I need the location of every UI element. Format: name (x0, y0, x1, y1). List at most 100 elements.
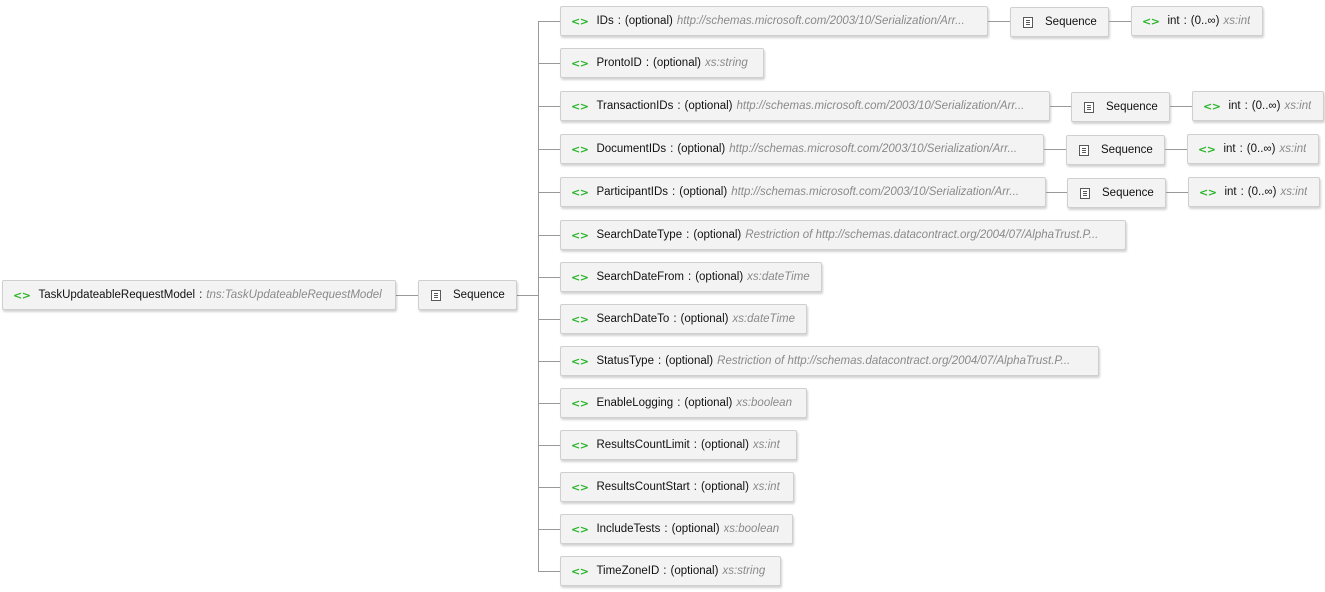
element-node-statustype[interactable]: <>StatusType:(optional)Restriction of ht… (560, 346, 1099, 376)
element-node-resultscountstart[interactable]: <>ResultsCountStart:(optional)xs:int (560, 472, 794, 502)
element-icon: <> (571, 270, 589, 284)
element-occurs: (optional) (665, 355, 714, 367)
element-icon: <> (13, 288, 31, 302)
element-node-includetests[interactable]: <>IncludeTests:(optional)xs:boolean (560, 514, 793, 544)
connector-branch (538, 277, 560, 278)
root-element-node[interactable]: <> TaskUpdateableRequestModel : tns:Task… (2, 280, 396, 310)
sequence-label: Sequence (453, 289, 505, 301)
element-name: TimeZoneID (596, 565, 660, 577)
element-type: xs:int (752, 481, 780, 493)
child-element-node-int[interactable]: <> int:(0..∞)xs:int (1187, 134, 1319, 164)
separator: : (617, 15, 621, 27)
element-icon: <> (1199, 185, 1217, 199)
element-type: http://schemas.microsoft.com/2003/10/Ser… (676, 15, 965, 27)
sequence-label: Sequence (1101, 144, 1153, 156)
sequence-label: Sequence (1106, 101, 1158, 113)
sequence-label: Sequence (1045, 16, 1097, 28)
element-occurs: (0..∞) (1246, 143, 1276, 155)
element-node-resultscountlimit[interactable]: <>ResultsCountLimit:(optional)xs:int (560, 430, 797, 460)
separator: : (657, 355, 662, 367)
connector-to-item (1109, 21, 1131, 22)
element-type: http://schemas.microsoft.com/2003/10/Ser… (729, 143, 1018, 155)
element-icon: <> (571, 312, 589, 326)
element-type: http://schemas.microsoft.com/2003/10/Ser… (736, 100, 1025, 112)
element-type: xs:dateTime (732, 313, 795, 325)
separator: : (673, 313, 677, 325)
separator: : (664, 523, 668, 535)
element-occurs: (optional) (693, 229, 742, 241)
element-occurs: (0..∞) (1190, 15, 1220, 27)
element-occurs: (optional) (677, 143, 726, 155)
separator: : (1239, 143, 1243, 155)
separator: : (1240, 186, 1244, 198)
connector-to-item (1166, 192, 1188, 193)
connector-branch (538, 235, 560, 236)
element-icon: <> (1198, 142, 1216, 156)
child-sequence-node[interactable]: Sequence (1067, 178, 1166, 208)
element-type: xs:int (1279, 143, 1307, 155)
element-icon: <> (571, 99, 589, 113)
element-node-timezoneid[interactable]: <>TimeZoneID:(optional)xs:string (560, 556, 781, 586)
child-element-node-int[interactable]: <>int:(0..∞)xs:int (1188, 177, 1320, 207)
connector-branch (538, 445, 560, 446)
child-sequence-node[interactable]: Sequence (1010, 7, 1109, 37)
element-icon: <> (571, 228, 589, 242)
connector-branch (538, 487, 560, 488)
element-occurs: (optional) (680, 313, 729, 325)
child-sequence-node[interactable]: Sequence (1071, 92, 1170, 122)
child-element-node-int[interactable]: <>int:(0..∞)xs:int (1131, 6, 1263, 36)
root-element-name: TaskUpdateableRequestModel (38, 289, 196, 301)
element-node-documentids[interactable]: <>DocumentIDs:(optional)http://schemas.m… (560, 134, 1044, 164)
element-occurs: (optional) (670, 565, 719, 577)
child-element-node-int[interactable]: <>int:(0..∞)xs:int (1192, 91, 1324, 121)
element-node-ids[interactable]: <>IDs:(optional)http://schemas.microsoft… (560, 6, 988, 36)
element-occurs: (optional) (653, 57, 701, 69)
child-sequence-node[interactable]: Sequence (1066, 135, 1165, 165)
element-node-prontoid[interactable]: <>ProntoID:(optional)xs:string (560, 48, 764, 78)
element-node-searchdatefrom[interactable]: <>SearchDateFrom:(optional)xs:dateTime (560, 262, 822, 292)
element-type: xs:int (1284, 100, 1312, 112)
element-type: xs:boolean (723, 523, 780, 535)
element-name: TransactionIDs (596, 100, 674, 112)
element-name: StatusType (596, 355, 654, 367)
element-type: http://schemas.microsoft.com/2003/10/Ser… (731, 186, 1020, 198)
connector-branch (538, 63, 560, 64)
element-icon: <> (571, 438, 589, 452)
connector-branch (538, 106, 560, 107)
separator: : (677, 397, 681, 409)
connector-branch (538, 529, 560, 530)
element-type: xs:boolean (736, 397, 792, 409)
element-node-enablelogging[interactable]: <>EnableLogging:(optional)xs:boolean (560, 388, 807, 418)
element-node-transactionids[interactable]: <>TransactionIDs:(optional)http://schema… (560, 91, 1050, 121)
element-type: xs:string (704, 57, 748, 69)
element-name: EnableLogging (596, 397, 674, 409)
element-icon: <> (1142, 14, 1160, 28)
element-type: xs:int (752, 439, 780, 451)
separator: : (693, 439, 697, 451)
element-node-participantids[interactable]: <>ParticipantIDs:(optional)http://schema… (560, 177, 1046, 207)
connector-branch (538, 149, 560, 150)
sequence-icon (1079, 144, 1089, 156)
element-name: int (1223, 143, 1236, 155)
connector-to-sequence (1050, 106, 1071, 107)
element-icon: <> (571, 354, 589, 368)
element-name: SearchDateType (596, 229, 683, 241)
root-element-type: tns:TaskUpdateableRequestModel (206, 289, 382, 301)
element-name: ResultsCountLimit (596, 439, 690, 451)
separator: : (693, 481, 697, 493)
connector-trunk (538, 21, 539, 571)
element-node-searchdatetype[interactable]: <>SearchDateType:(optional)Restriction o… (560, 220, 1126, 250)
element-name: SearchDateTo (596, 313, 670, 325)
element-name: SearchDateFrom (596, 271, 684, 283)
element-occurs: (0..∞) (1251, 100, 1281, 112)
element-node-searchdateto[interactable]: <> SearchDateTo:(optional)xs:dateTime (560, 304, 807, 334)
connector-to-item (1170, 106, 1192, 107)
element-occurs: (optional) (679, 186, 728, 198)
connector-branch (538, 403, 560, 404)
element-icon: <> (571, 142, 589, 156)
connector-root-to-sequence (396, 295, 418, 296)
separator: : (677, 100, 681, 112)
separator: : (1183, 15, 1187, 27)
connector-branch (538, 21, 560, 22)
root-sequence-node[interactable]: Sequence (418, 280, 517, 310)
